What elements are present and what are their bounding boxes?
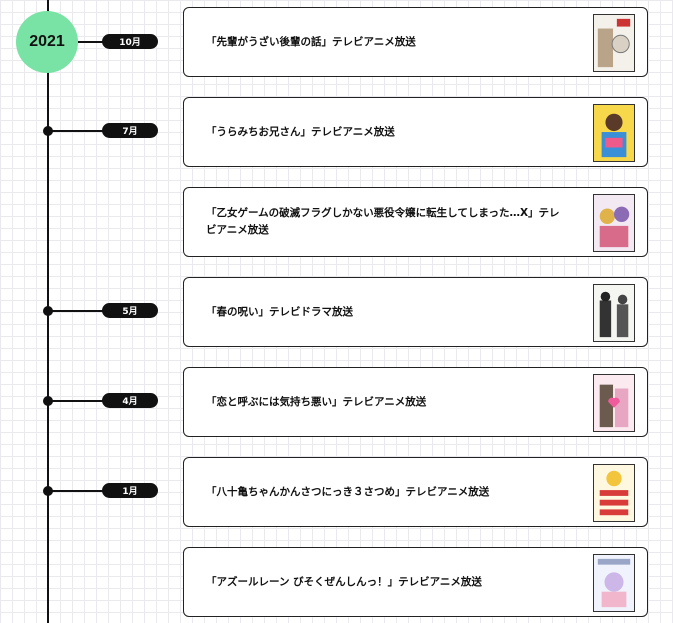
timeline-card[interactable]: 「乙女ゲームの破滅フラグしかない悪役令嬢に転生してしまった…X」テレビアニメ放送 <box>183 187 648 257</box>
timeline-card[interactable]: 「先輩がうざい後輩の話」テレビアニメ放送 <box>183 7 648 77</box>
cover-thumbnail <box>593 374 635 432</box>
card-title: 「八十亀ちゃんかんさつにっき３さつめ」テレビアニメ放送 <box>206 458 566 526</box>
month-label: 10月 <box>119 38 141 48</box>
month-label: 4月 <box>122 397 138 407</box>
connector <box>78 41 104 43</box>
cover-thumbnail <box>593 14 635 72</box>
month-pill: 10月 <box>102 34 158 49</box>
month-pill: 7月 <box>102 123 158 138</box>
card-title: 「乙女ゲームの破滅フラグしかない悪役令嬢に転生してしまった…X」テレビアニメ放送 <box>206 188 566 256</box>
card-title: 「アズールレーン びそくぜんしんっ！」テレビアニメ放送 <box>206 548 566 616</box>
cover-thumbnail <box>593 104 635 162</box>
month-pill: 4月 <box>102 393 158 408</box>
connector <box>48 310 104 312</box>
card-title: 「春の呪い」テレビドラマ放送 <box>206 278 566 346</box>
month-pill: 5月 <box>102 303 158 318</box>
timeline-card[interactable]: 「春の呪い」テレビドラマ放送 <box>183 277 648 347</box>
cover-thumbnail <box>593 284 635 342</box>
card-title-text: 「恋と呼ぶには気持ち悪い」テレビアニメ放送 <box>206 395 427 408</box>
card-title: 「うらみちお兄さん」テレビアニメ放送 <box>206 98 566 166</box>
year-label: 2021 <box>29 33 65 50</box>
cover-thumbnail <box>593 464 635 522</box>
card-title: 「恋と呼ぶには気持ち悪い」テレビアニメ放送 <box>206 368 566 436</box>
timeline-card[interactable]: 「うらみちお兄さん」テレビアニメ放送 <box>183 97 648 167</box>
card-title-text: 「乙女ゲームの破滅フラグしかない悪役令嬢に転生してしまった…X」テレビアニメ放送 <box>206 207 560 236</box>
month-pill: 1月 <box>102 483 158 498</box>
connector <box>48 490 104 492</box>
timeline-card[interactable]: 「八十亀ちゃんかんさつにっき３さつめ」テレビアニメ放送 <box>183 457 648 527</box>
month-label: 1月 <box>122 487 138 497</box>
card-title-text: 「先輩がうざい後輩の話」テレビアニメ放送 <box>206 35 416 48</box>
card-title: 「先輩がうざい後輩の話」テレビアニメ放送 <box>206 8 566 76</box>
month-label: 7月 <box>122 127 138 137</box>
card-title-text: 「アズールレーン びそくぜんしんっ！」テレビアニメ放送 <box>206 575 482 588</box>
month-label: 5月 <box>122 307 138 317</box>
cover-thumbnail <box>593 554 635 612</box>
card-title-text: 「うらみちお兄さん」テレビアニメ放送 <box>206 125 395 138</box>
timeline-card[interactable]: 「アズールレーン びそくぜんしんっ！」テレビアニメ放送 <box>183 547 648 617</box>
timeline-card[interactable]: 「恋と呼ぶには気持ち悪い」テレビアニメ放送 <box>183 367 648 437</box>
cover-thumbnail <box>593 194 635 252</box>
year-badge: 2021 <box>16 11 78 73</box>
connector <box>48 400 104 402</box>
connector <box>48 130 104 132</box>
card-title-text: 「八十亀ちゃんかんさつにっき３さつめ」テレビアニメ放送 <box>206 485 490 498</box>
card-title-text: 「春の呪い」テレビドラマ放送 <box>206 305 353 318</box>
